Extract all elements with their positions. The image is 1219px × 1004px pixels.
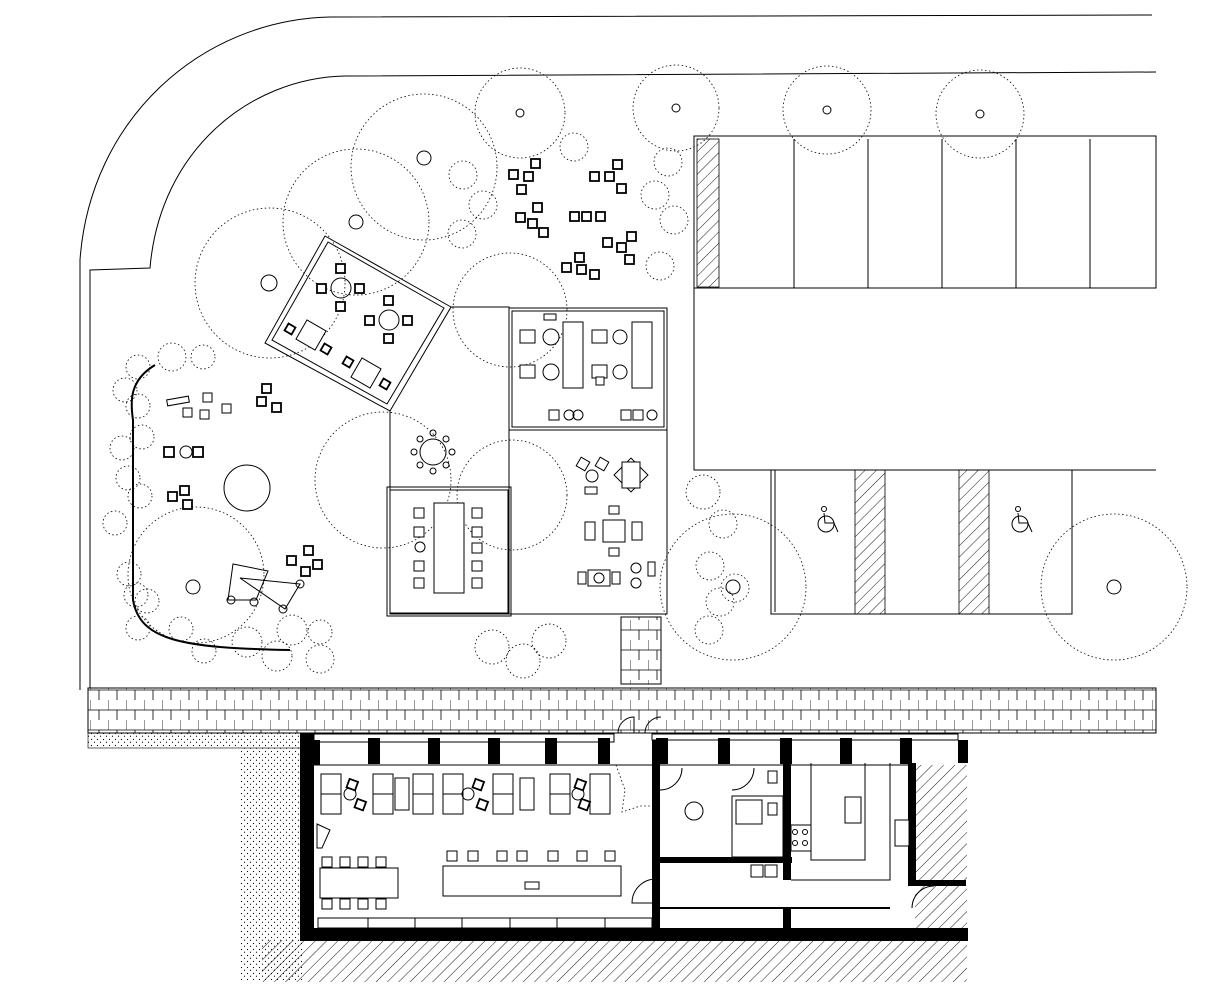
toilet-icon <box>767 770 778 816</box>
lower-floor-plan <box>300 716 968 941</box>
central-building <box>386 306 668 617</box>
entrance-paving <box>620 616 662 706</box>
wheelchair-icon <box>817 506 839 533</box>
sidewalk <box>87 687 1157 734</box>
garden-path <box>130 364 291 651</box>
parking-lot <box>693 135 1157 615</box>
pavilion-rotated <box>264 235 452 412</box>
stove-icon <box>792 829 808 846</box>
ground-sections <box>87 732 967 982</box>
outdoor-furniture <box>163 158 637 614</box>
wheelchair-icon <box>1011 506 1033 533</box>
road-curb <box>79 14 1157 690</box>
sink-icon <box>524 881 540 890</box>
